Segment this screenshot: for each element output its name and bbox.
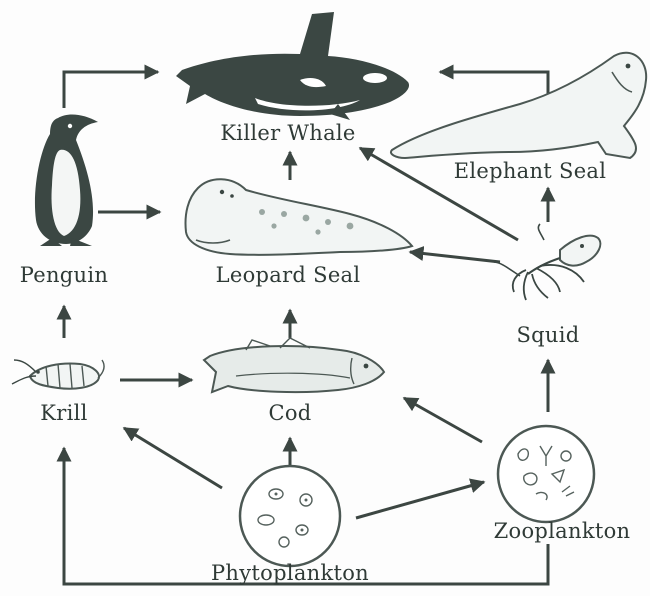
penguin-icon [35,115,98,246]
zooplankton-icon [498,426,594,522]
elephant-seal-icon [391,53,646,158]
arrow-phytoplankton-to-krill [124,428,222,488]
penguin-label: Penguin [20,263,108,287]
leopard-seal-icon [186,179,413,255]
arrow-zooplankton-to-cod [404,398,482,442]
squid-label: Squid [516,323,579,347]
krill-icon [12,360,104,389]
cod-label: Cod [268,401,311,425]
killer-whale-label: Killer Whale [220,121,355,145]
arrow-squid-to-leopard-seal [410,252,500,262]
zooplankton-label: Zooplankton [494,519,631,543]
leopard-seal-label: Leopard Seal [216,263,361,287]
phytoplankton-label: Phytoplankton [211,561,369,585]
cod-icon [204,338,384,392]
arrow-penguin-to-killer-whale [64,72,158,108]
krill-label: Krill [40,401,87,425]
killer-whale-icon [176,12,409,120]
elephant-seal-label: Elephant Seal [454,159,607,183]
arrow-phytoplankton-to-zooplankton [356,482,484,518]
phytoplankton-icon [240,466,340,566]
